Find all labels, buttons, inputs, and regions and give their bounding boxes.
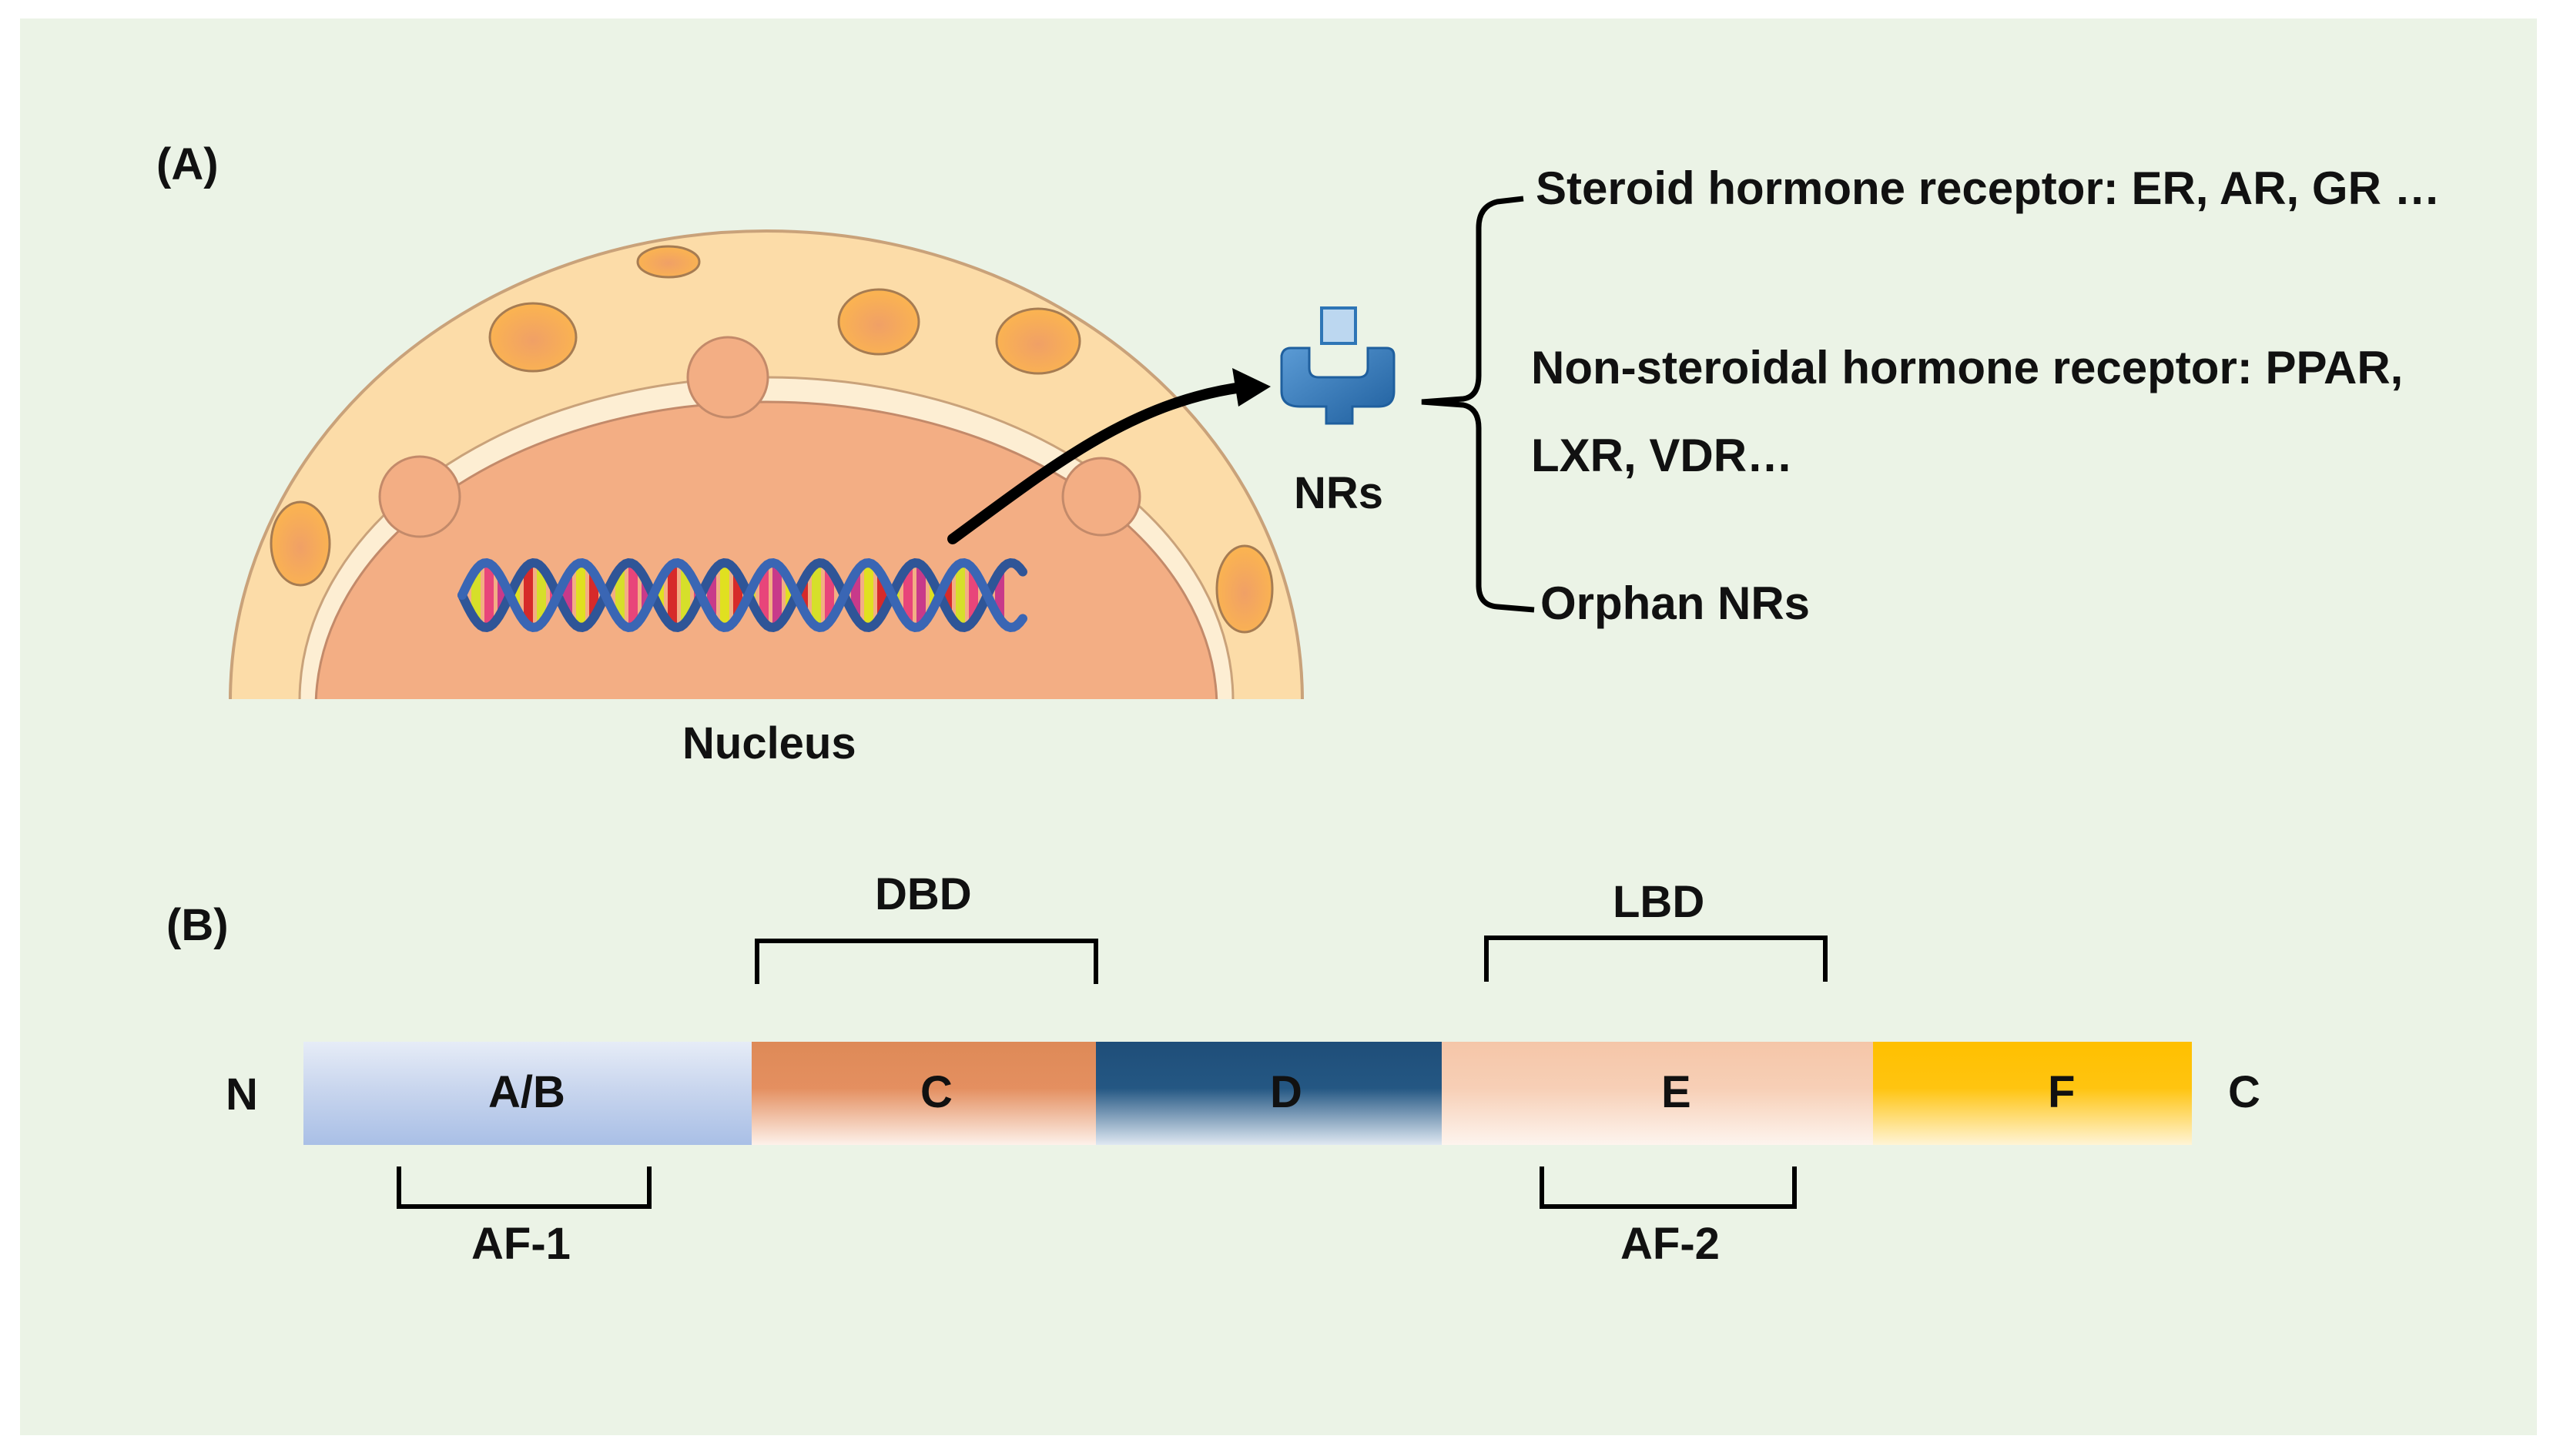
domain-f-segment	[1873, 1042, 2192, 1145]
lbd-bracket	[1484, 936, 1828, 982]
nuclear-pore	[488, 302, 578, 373]
dna-strand-b	[457, 558, 1027, 632]
lbd-label: LBD	[1613, 877, 1705, 927]
figure-background	[20, 18, 2537, 1435]
dna-base-pair	[759, 567, 769, 623]
dna-base-pair	[916, 564, 926, 626]
dna-base-pair	[864, 563, 873, 628]
dna-base-pair	[681, 567, 690, 623]
dna-base-pair	[576, 563, 585, 628]
dna-base-pair	[537, 567, 546, 624]
c-terminus-label: C	[2228, 1067, 2260, 1117]
pore-bump	[686, 336, 769, 419]
receptor-body	[1280, 346, 1396, 425]
nuclear-pore	[1215, 544, 1274, 634]
domain-e-segment	[1442, 1042, 1873, 1145]
domain-f-label: F	[2048, 1067, 2076, 1117]
class-non-steroidal-cont: LXR, VDR…	[1531, 430, 1794, 481]
pore-bump	[1061, 457, 1141, 537]
dna-base-pair	[720, 563, 729, 628]
dna-helix	[457, 558, 1027, 632]
dna-base-pair	[484, 563, 494, 628]
dna-base-pair	[471, 569, 481, 621]
pore-bump	[378, 455, 461, 538]
domain-ab-label: A/B	[488, 1067, 565, 1117]
class-orphan: Orphan NRs	[1540, 577, 1811, 629]
domain-bar	[303, 1042, 2192, 1145]
panel-b-label: (B)	[166, 900, 229, 950]
dna-base-pair	[825, 568, 834, 622]
dbd-label: DBD	[875, 869, 972, 919]
af2-label: AF-2	[1620, 1219, 1720, 1269]
domain-d-segment	[1096, 1042, 1442, 1145]
af2-bracket	[1540, 1166, 1797, 1209]
nuclear-pore	[995, 307, 1081, 375]
domain-d-label: D	[1270, 1067, 1302, 1117]
class-steroid: Steroid hormone receptor: ER, AR, GR …	[1536, 162, 2441, 214]
ligand-square	[1320, 306, 1357, 345]
nuclear-pore	[270, 500, 331, 587]
dna-base-pair	[668, 564, 677, 627]
af1-bracket	[397, 1166, 652, 1209]
dna-base-pair	[628, 564, 638, 627]
af1-label: AF-1	[471, 1219, 571, 1269]
classification-brace	[1421, 196, 1535, 613]
dna-base-pair	[903, 567, 913, 624]
dna-base-pair	[956, 563, 965, 628]
panel-a-label: (A)	[156, 139, 219, 189]
domain-ab-segment	[303, 1042, 752, 1145]
nuclear-pores	[270, 245, 1274, 634]
arrowhead	[1232, 368, 1271, 407]
domain-e-label: E	[1661, 1067, 1691, 1117]
nrs-label: NRs	[1294, 468, 1384, 518]
nucleus-illustration	[229, 229, 1304, 701]
dna-base-pair	[969, 569, 978, 621]
n-terminus-label: N	[226, 1069, 258, 1120]
expression-arrow	[947, 381, 1253, 544]
nuclear-pore	[837, 288, 920, 356]
domain-c-segment	[752, 1042, 1096, 1145]
dna-base-pair	[772, 564, 782, 627]
dbd-bracket	[755, 939, 1098, 984]
dna-base-pair	[524, 564, 533, 626]
dna-base-pair	[615, 568, 625, 622]
brackets	[397, 936, 1828, 1209]
nuclear-pore	[636, 245, 701, 279]
dna-base-pair	[812, 564, 821, 627]
class-non-steroidal: Non-steroidal hormone receptor: PPAR,	[1531, 342, 2404, 393]
domain-c-label: C	[920, 1067, 953, 1117]
nucleus-label: Nucleus	[682, 718, 856, 768]
receptor-icon	[1280, 306, 1396, 425]
